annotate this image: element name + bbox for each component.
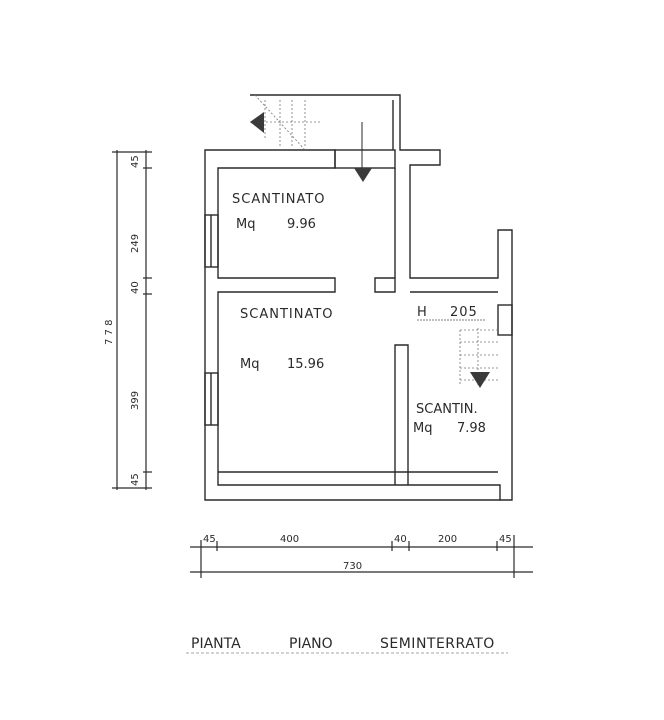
room-name: SCANTINATO [232, 192, 326, 207]
room-name: SCANTIN. [416, 402, 478, 417]
entrance-door [334, 149, 396, 169]
stair-housing-wall [250, 94, 513, 501]
dim-total: 730 [343, 561, 362, 572]
height-value: 205 [450, 305, 478, 320]
dim-label: 249 [130, 234, 141, 253]
room-name: SCANTINATO [240, 307, 334, 322]
arrow-down-icon [470, 372, 490, 388]
dim-label: 45 [499, 534, 512, 545]
dim-label: 45 [130, 473, 141, 486]
stairs-top [250, 94, 320, 151]
dim-label: 45 [203, 534, 216, 545]
title-word: SEMINTERRATO [380, 636, 495, 652]
arrow-left-icon [250, 112, 264, 133]
title-word: PIANTA [191, 636, 241, 652]
inner-wall-vertical [394, 344, 409, 473]
area-label: Mq [236, 217, 255, 232]
inner-wall-mid [374, 277, 396, 293]
height-label: H [417, 305, 427, 320]
arrow-down-icon [354, 168, 372, 182]
dim-label: 400 [280, 534, 299, 545]
window-right [497, 304, 513, 336]
dim-label: 40 [130, 281, 141, 294]
stairs-right [459, 328, 498, 385]
dim-label: 399 [130, 391, 141, 410]
room-area: 9.96 [287, 217, 316, 232]
area-label: Mq [240, 357, 259, 372]
horizontal-dimension [190, 535, 533, 578]
area-label: Mq [413, 421, 432, 436]
room-area: 15.96 [287, 357, 324, 372]
dim-label: 40 [394, 534, 407, 545]
room-area: 7.98 [457, 421, 486, 436]
dim-total: 7 7 8 [104, 320, 115, 345]
dim-label: 200 [438, 534, 457, 545]
title-word: PIANO [289, 636, 333, 652]
vertical-dimension [112, 150, 152, 490]
dim-label: 45 [130, 155, 141, 168]
